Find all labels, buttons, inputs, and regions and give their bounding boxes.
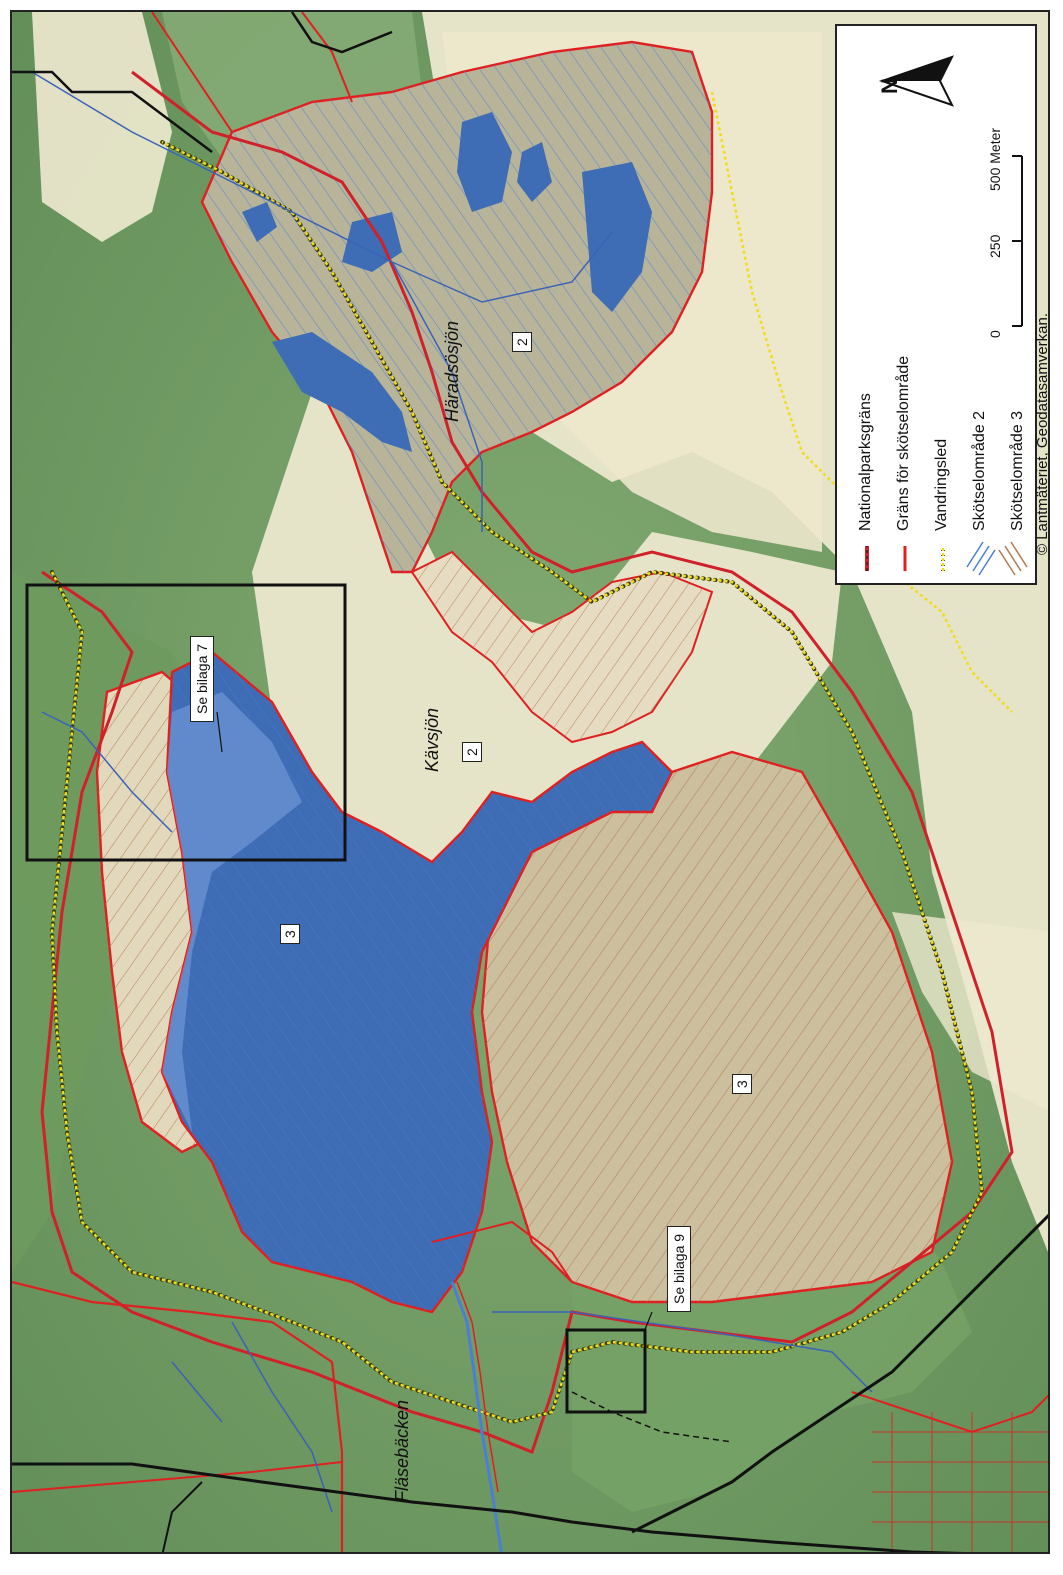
road[interactable] xyxy=(631,1212,1050,1534)
lake-shallow xyxy=(162,692,302,1132)
callout-leader xyxy=(216,711,223,753)
pool xyxy=(457,112,512,212)
map-legend: N 0 250 500 Meter Nationalparksgräns Grä… xyxy=(835,24,1037,585)
legend-label-area-3: Skötselområde 3 xyxy=(1009,410,1026,531)
callout-leader xyxy=(643,1311,653,1333)
lake-haradsosjon-label: Häradsösjön xyxy=(442,320,462,422)
area-tag-2: 2 xyxy=(512,332,532,352)
field-area xyxy=(32,12,172,242)
legend-label-area-2: Skötselområde 2 xyxy=(971,410,988,531)
legend-symbol-area-3 xyxy=(998,541,1028,576)
scale-tick-500: 500 Meter xyxy=(987,127,1003,191)
inset-frame-bilaga-9[interactable] xyxy=(565,1328,647,1414)
stream-flasebacken-label: Fläsebäcken xyxy=(392,1399,412,1502)
field-area xyxy=(892,912,1048,1110)
callout-se-bilaga-7[interactable]: Se bilaga 7 xyxy=(190,635,214,722)
pool xyxy=(517,142,552,202)
boundary-line xyxy=(151,12,353,133)
road xyxy=(12,12,393,153)
stream-flasebacken[interactable] xyxy=(450,1281,503,1554)
callout-se-bilaga-9[interactable]: Se bilaga 9 xyxy=(667,1225,691,1312)
road-dashed xyxy=(571,1391,733,1443)
legend-label-national-park: Nationalparksgräns xyxy=(857,393,874,531)
lake-kavsjon-hatch xyxy=(162,652,672,1312)
scale-tick-0: 0 xyxy=(987,330,1003,338)
boundary-line xyxy=(12,1461,343,1493)
legend-label-boundary: Gräns för skötselområde xyxy=(895,355,912,531)
hiking-trail xyxy=(50,140,984,1424)
boundary-line xyxy=(12,1280,344,1552)
north-label: N xyxy=(877,78,902,94)
hiking-trail xyxy=(710,91,1013,713)
field-strips xyxy=(872,1412,1048,1552)
national-park-boundary[interactable] xyxy=(40,70,1014,1454)
scale-tick-250: 250 xyxy=(987,234,1003,258)
area-tag-3: 3 xyxy=(280,924,300,944)
inset-frame-bilaga-7[interactable] xyxy=(25,583,347,862)
legend-label-trail: Vandringsled xyxy=(933,438,950,531)
legend-graphics xyxy=(865,55,1028,576)
ditches xyxy=(31,71,873,1513)
lake-kavsjon-label: Kävsjön xyxy=(422,707,442,772)
north-arrow-icon xyxy=(878,55,954,107)
area-tag-3: 3 xyxy=(732,1074,752,1094)
legend-symbol-area-2 xyxy=(966,541,996,576)
pool xyxy=(582,162,652,312)
stream-flasebacken-edge xyxy=(456,1281,499,1493)
area-tag-2: 2 xyxy=(462,742,482,762)
pool xyxy=(242,202,277,242)
boundary-line xyxy=(431,1220,573,1283)
management-area-3 xyxy=(412,552,712,742)
management-area-3 xyxy=(482,752,952,1302)
scale-bar xyxy=(1012,155,1023,327)
map-frame: Kävsjön Häradsösjön Fläsebäcken 2 2 3 3 … xyxy=(10,10,1050,1554)
road xyxy=(161,1481,203,1552)
pool xyxy=(272,332,412,452)
copyright-credit: © Lantmäteriet, Geodatasamverkan. xyxy=(1034,312,1051,555)
road[interactable] xyxy=(12,1462,1050,1554)
